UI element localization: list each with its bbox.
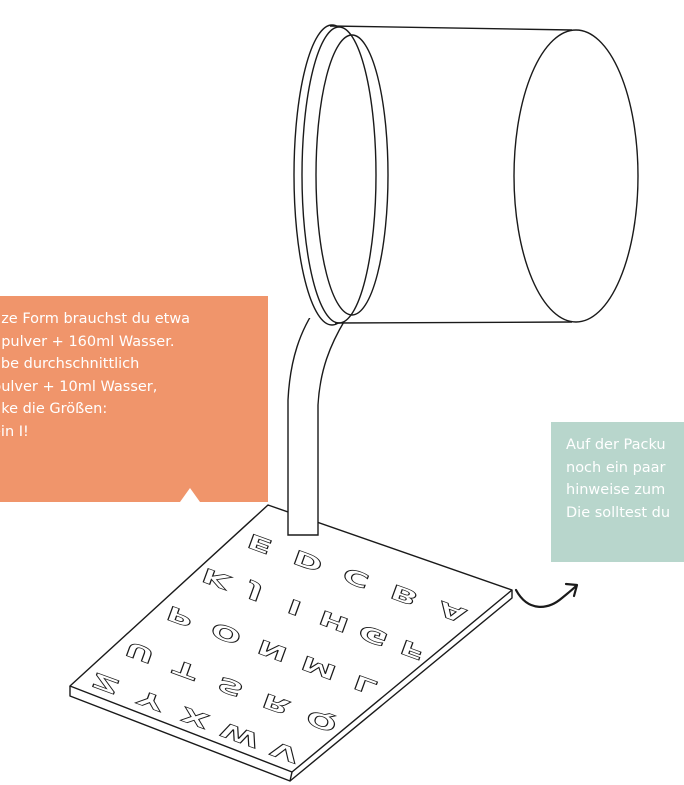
curved-arrow-icon — [516, 584, 577, 607]
orange-callout-pointer — [160, 486, 220, 506]
orange-callout-text: nze Form brauchst du etwa npulver + 160m… — [0, 308, 190, 443]
orange-callout-line: nze Form brauchst du etwa — [0, 308, 190, 331]
orange-callout-line: npulver + 160ml Wasser. — [0, 331, 190, 354]
teal-callout-line: noch ein paar — [566, 457, 670, 480]
orange-callout-line: pulver + 10ml Wasser, — [0, 376, 190, 399]
orange-callout-line: abe durchschnittlich — [0, 353, 190, 376]
pouring-cup — [294, 25, 638, 325]
liquid-stream — [288, 305, 345, 535]
orange-callout-line: ein I! — [0, 421, 190, 444]
teal-callout-line: Die solltest du — [566, 502, 670, 525]
teal-callout-text: Auf der Packu noch ein paar hinweise zum… — [566, 434, 670, 524]
teal-callout-line: hinweise zum — [566, 479, 670, 502]
teal-callout-line: Auf der Packu — [566, 434, 670, 457]
orange-callout-line: nke die Größen: — [0, 398, 190, 421]
orange-callout: nze Form brauchst du etwa npulver + 160m… — [0, 296, 268, 502]
teal-callout: Auf der Packu noch ein paar hinweise zum… — [551, 422, 684, 562]
